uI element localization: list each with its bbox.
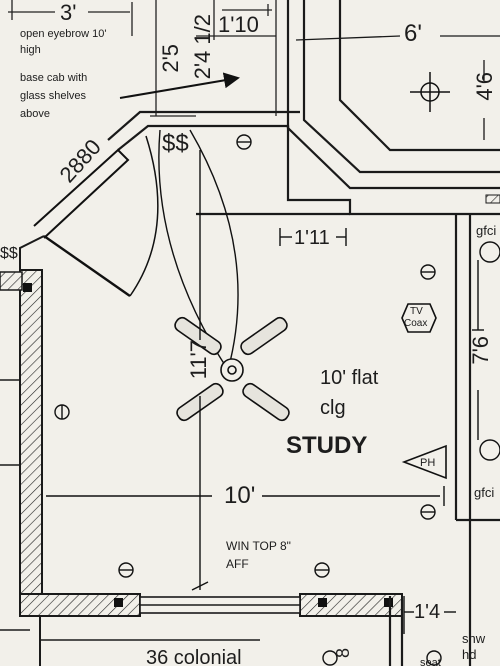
- top-dimension-line: [8, 0, 133, 36]
- note-eyebrow-1: open eyebrow 10': [20, 28, 107, 40]
- dim-upper-1-11: 1'11: [294, 227, 330, 249]
- wall-hatch-small: [485, 194, 500, 204]
- tv-label: TV: [410, 306, 423, 317]
- room-name: STUDY: [286, 432, 368, 459]
- gfci-label-top: gfci: [476, 223, 497, 238]
- switch-symbols: $$: [162, 130, 189, 157]
- note-eyebrow-2: high: [20, 44, 41, 56]
- phone-label: PH: [420, 457, 436, 469]
- note-basecab-3: above: [20, 108, 50, 120]
- ceiling-note-2: clg: [320, 397, 346, 419]
- switch-symbols-left: $$: [0, 245, 18, 262]
- dim-top-left: 3': [60, 0, 77, 25]
- ceiling-fan: [174, 316, 290, 422]
- dim-right-7-6: 7'6: [468, 336, 493, 365]
- coax-label: Coax: [404, 318, 428, 329]
- leader-arrow: [119, 72, 240, 99]
- dim-room-depth: 11'7: [186, 340, 211, 380]
- below-shw-label: shw: [462, 631, 486, 646]
- gfci-label-bottom: gfci: [474, 485, 495, 500]
- bottom-wall: [0, 593, 403, 666]
- left-exterior-wall: [0, 235, 45, 611]
- below-hd-label: hd: [462, 647, 477, 662]
- dim-bottom-1-4: 1'4: [414, 601, 441, 623]
- adjacent-room-top-right: [286, 0, 500, 190]
- right-wall: [388, 214, 500, 666]
- note-basecab-1: base cab with: [20, 72, 88, 84]
- below-colonial-label: 36 colonial: [146, 647, 242, 666]
- upper-walls: [107, 110, 500, 216]
- ceiling-light-fixture: [410, 72, 450, 112]
- note-basecab-2: glass shelves: [20, 90, 87, 102]
- window-note-2: AFF: [226, 557, 249, 571]
- vertical-dimension-lines: [150, 0, 277, 117]
- dim-bottom-8: 8: [333, 648, 353, 659]
- dim-vertical-2-4: 2'4 1/2: [190, 14, 215, 80]
- below-seat-label: seat: [420, 657, 441, 666]
- dim-top-small: 1'10: [218, 12, 259, 37]
- entry-door: [33, 135, 159, 297]
- dim-room-width: 10': [224, 482, 256, 509]
- outlets: [54, 134, 500, 666]
- dim-top-right: 6': [404, 20, 422, 47]
- window-note-1: WIN TOP 8": [226, 539, 291, 553]
- room-dimension-lines: [46, 150, 484, 634]
- ceiling-note-1: 10' flat: [320, 367, 379, 389]
- dim-right-4-6: 4'6: [472, 72, 497, 101]
- dim-vertical-2-5: 2'5: [158, 44, 183, 73]
- tv-coax-symbol: [401, 303, 437, 333]
- phone-jack-symbol: [401, 444, 447, 480]
